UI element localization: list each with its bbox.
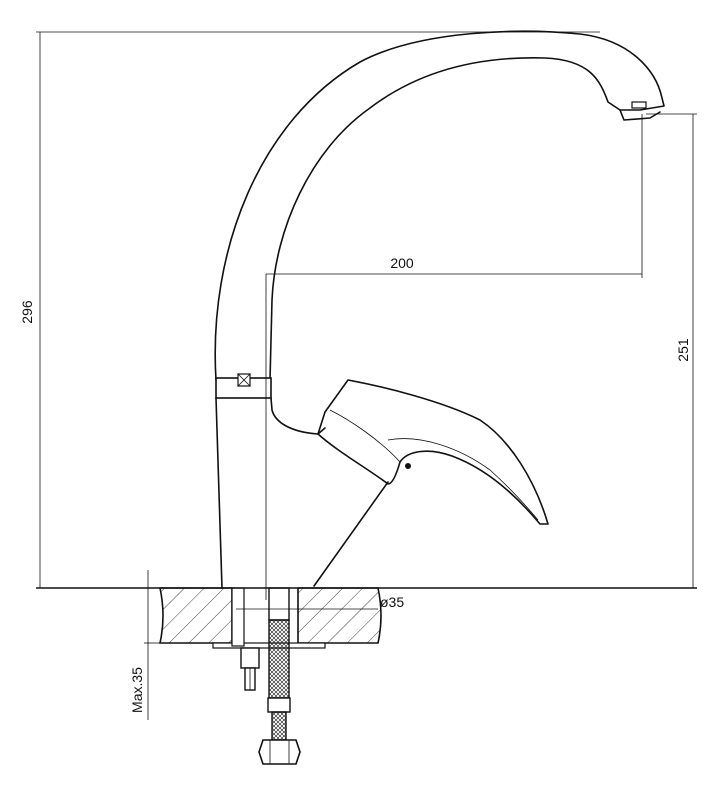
dimension-spout-height: 251 <box>646 113 697 588</box>
aerator-outlet <box>631 101 647 109</box>
mounting-stud <box>231 587 260 691</box>
lever-handle <box>317 379 549 525</box>
dimension-hole-diameter: ø35 <box>236 594 404 610</box>
dimension-max-thickness: Max.35 <box>129 570 160 720</box>
dimension-max-thickness-label: Max.35 <box>129 667 145 713</box>
countertop-left-block <box>159 587 233 644</box>
faucet-body <box>214 30 665 589</box>
dimension-total-height-label: 296 <box>19 300 35 324</box>
hex-nut <box>258 739 301 765</box>
dimension-spout-reach-label: 200 <box>390 255 414 271</box>
countertop-right-block <box>297 587 382 644</box>
aerator <box>619 109 661 121</box>
handle-screw <box>405 463 411 469</box>
spout <box>214 30 665 381</box>
dimension-hole-diameter-label: ø35 <box>380 594 404 610</box>
dimension-spout-reach: 200 <box>265 114 643 600</box>
dimension-spout-height-label: 251 <box>675 338 691 362</box>
flex-hose <box>258 587 301 765</box>
faucet-column <box>215 397 326 589</box>
dimension-total-height: 296 <box>19 31 600 588</box>
